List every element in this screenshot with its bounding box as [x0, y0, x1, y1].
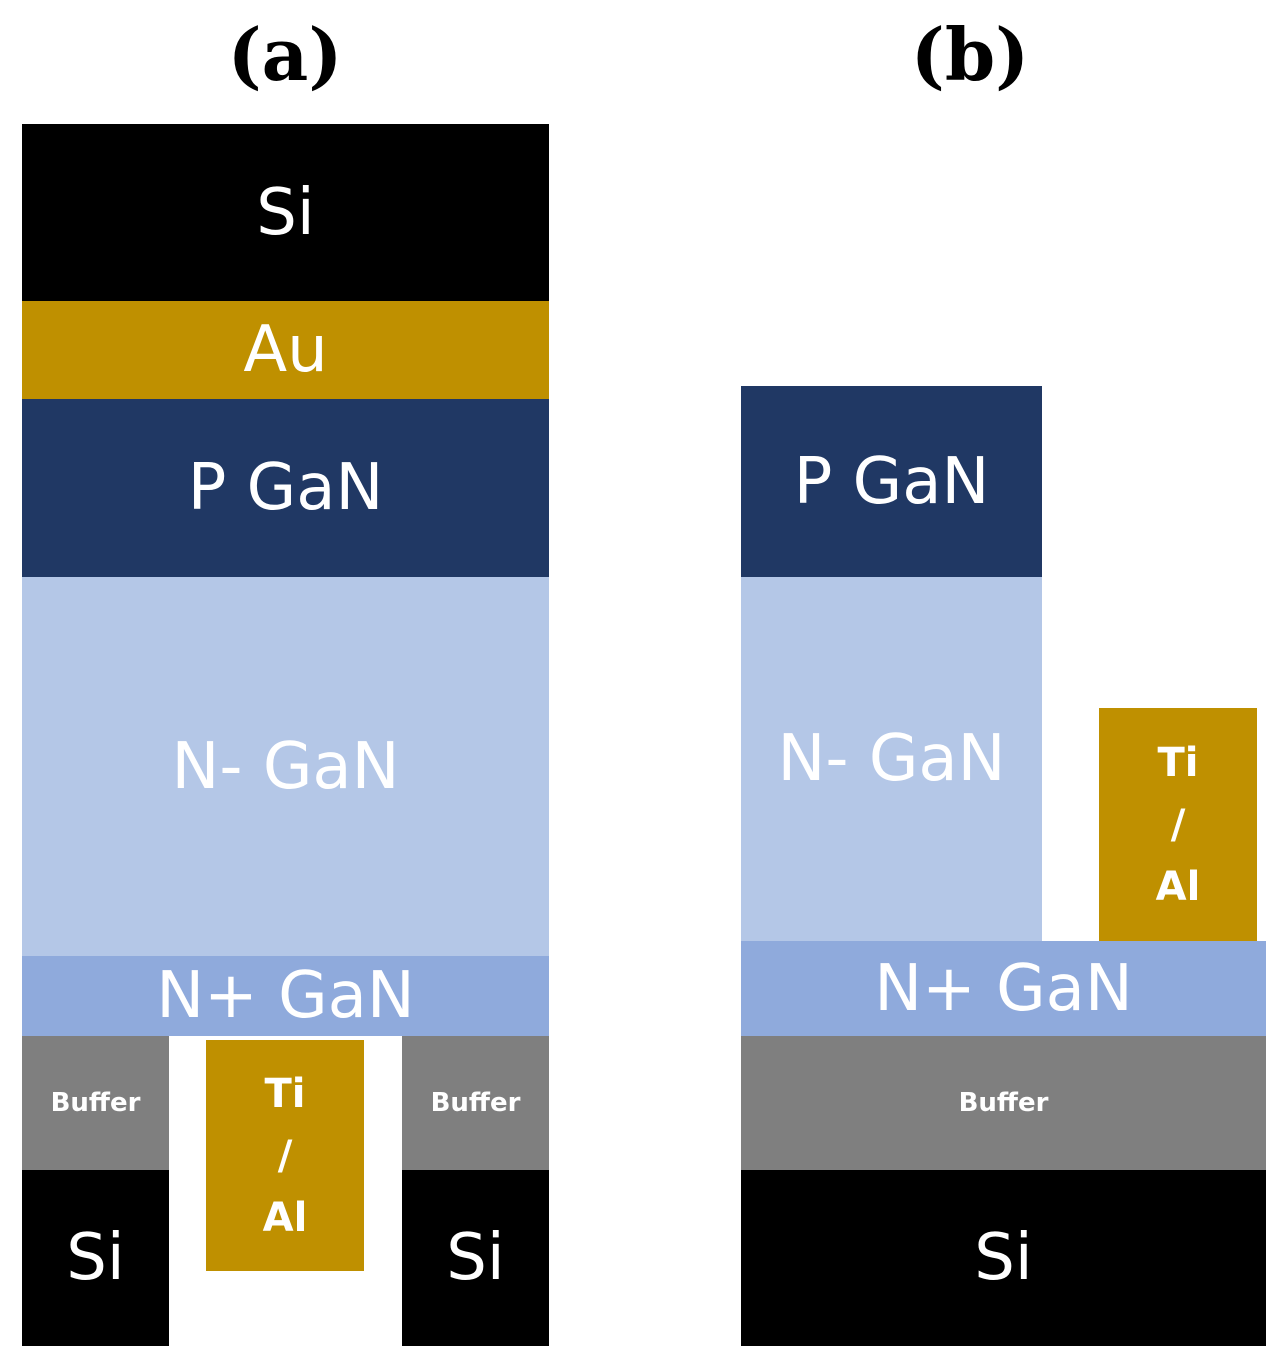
a-si-right-label: Si: [446, 1221, 505, 1295]
a-contact-line3: Al: [262, 1194, 308, 1241]
b-n-plus-gan-label: N+ GaN: [874, 951, 1133, 1026]
b-buffer-layer: Buffer: [741, 1036, 1266, 1170]
a-buffer-left-layer: Buffer: [22, 1036, 169, 1170]
panel-a-label: (a): [227, 12, 343, 97]
b-n-plus-gan-layer: N+ GaN: [741, 941, 1266, 1036]
a-n-minus-gan-label: N- GaN: [171, 729, 400, 804]
b-si-label: Si: [974, 1221, 1033, 1295]
a-contact-line2: /: [277, 1132, 293, 1179]
a-si-top-label: Si: [256, 175, 315, 250]
b-contact-line3: Al: [1155, 863, 1201, 910]
b-p-gan-layer: P GaN: [741, 386, 1042, 577]
a-buffer-right-layer: Buffer: [402, 1036, 549, 1170]
b-buffer-label: Buffer: [958, 1088, 1049, 1118]
b-n-minus-gan-layer: N- GaN: [741, 577, 1042, 941]
a-n-plus-gan-layer: N+ GaN: [22, 956, 549, 1036]
a-si-top-layer: Si: [22, 124, 549, 301]
a-au-label: Au: [243, 313, 328, 387]
a-ti-al-contact: Ti / Al: [206, 1040, 364, 1271]
b-p-gan-label: P GaN: [793, 444, 990, 519]
a-au-layer: Au: [22, 301, 549, 399]
a-buffer-left-label: Buffer: [50, 1088, 141, 1118]
a-contact-line1: Ti: [264, 1070, 306, 1117]
b-si-layer: Si: [741, 1170, 1266, 1346]
panel-b-label: (b): [910, 12, 1030, 97]
b-contact-line1: Ti: [1157, 739, 1199, 786]
b-ti-al-contact: Ti / Al: [1099, 708, 1257, 941]
a-n-minus-gan-layer: N- GaN: [22, 577, 549, 956]
b-contact-line2: /: [1170, 801, 1186, 848]
a-n-plus-gan-label: N+ GaN: [156, 959, 415, 1033]
b-n-minus-gan-label: N- GaN: [777, 722, 1006, 796]
a-p-gan-label: P GaN: [187, 451, 384, 525]
a-si-left-layer: Si: [22, 1170, 169, 1346]
a-si-right-layer: Si: [402, 1170, 549, 1346]
a-p-gan-layer: P GaN: [22, 399, 549, 577]
a-si-left-label: Si: [66, 1221, 125, 1295]
a-buffer-right-label: Buffer: [430, 1088, 521, 1118]
